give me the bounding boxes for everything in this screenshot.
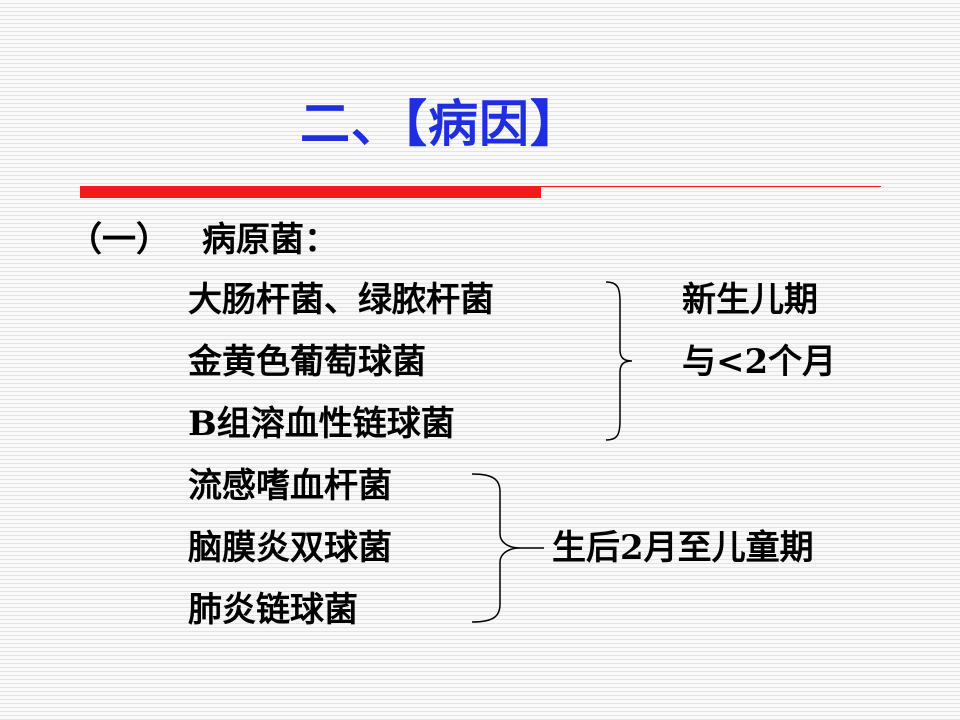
pathogen-item: 流感嗜血杆菌 xyxy=(188,466,392,506)
slide-title: 二、【病因】 xyxy=(300,94,581,153)
title-underline-thick xyxy=(80,186,541,198)
pathogen-item: 金黄色葡萄球菌 xyxy=(188,342,426,382)
age-label-group1-line1: 新生儿期 xyxy=(682,280,818,320)
age-label-group1-line2: 与<2个月 xyxy=(682,342,837,382)
right-brace-group2 xyxy=(471,473,544,623)
age-label-group2: 生后2月至儿童期 xyxy=(552,528,814,568)
right-brace-group1 xyxy=(605,281,633,441)
section-heading: 病原菌： xyxy=(202,220,338,260)
pathogen-item: 脑膜炎双球菌 xyxy=(188,528,392,568)
pathogen-item: 肺炎链球菌 xyxy=(188,590,358,630)
section-marker: （一） xyxy=(68,220,170,260)
pathogen-item: B组溶血性链球菌 xyxy=(188,404,455,444)
pathogen-item: 大肠杆菌、绿脓杆菌 xyxy=(188,280,494,320)
title-underline-thin xyxy=(541,186,881,187)
